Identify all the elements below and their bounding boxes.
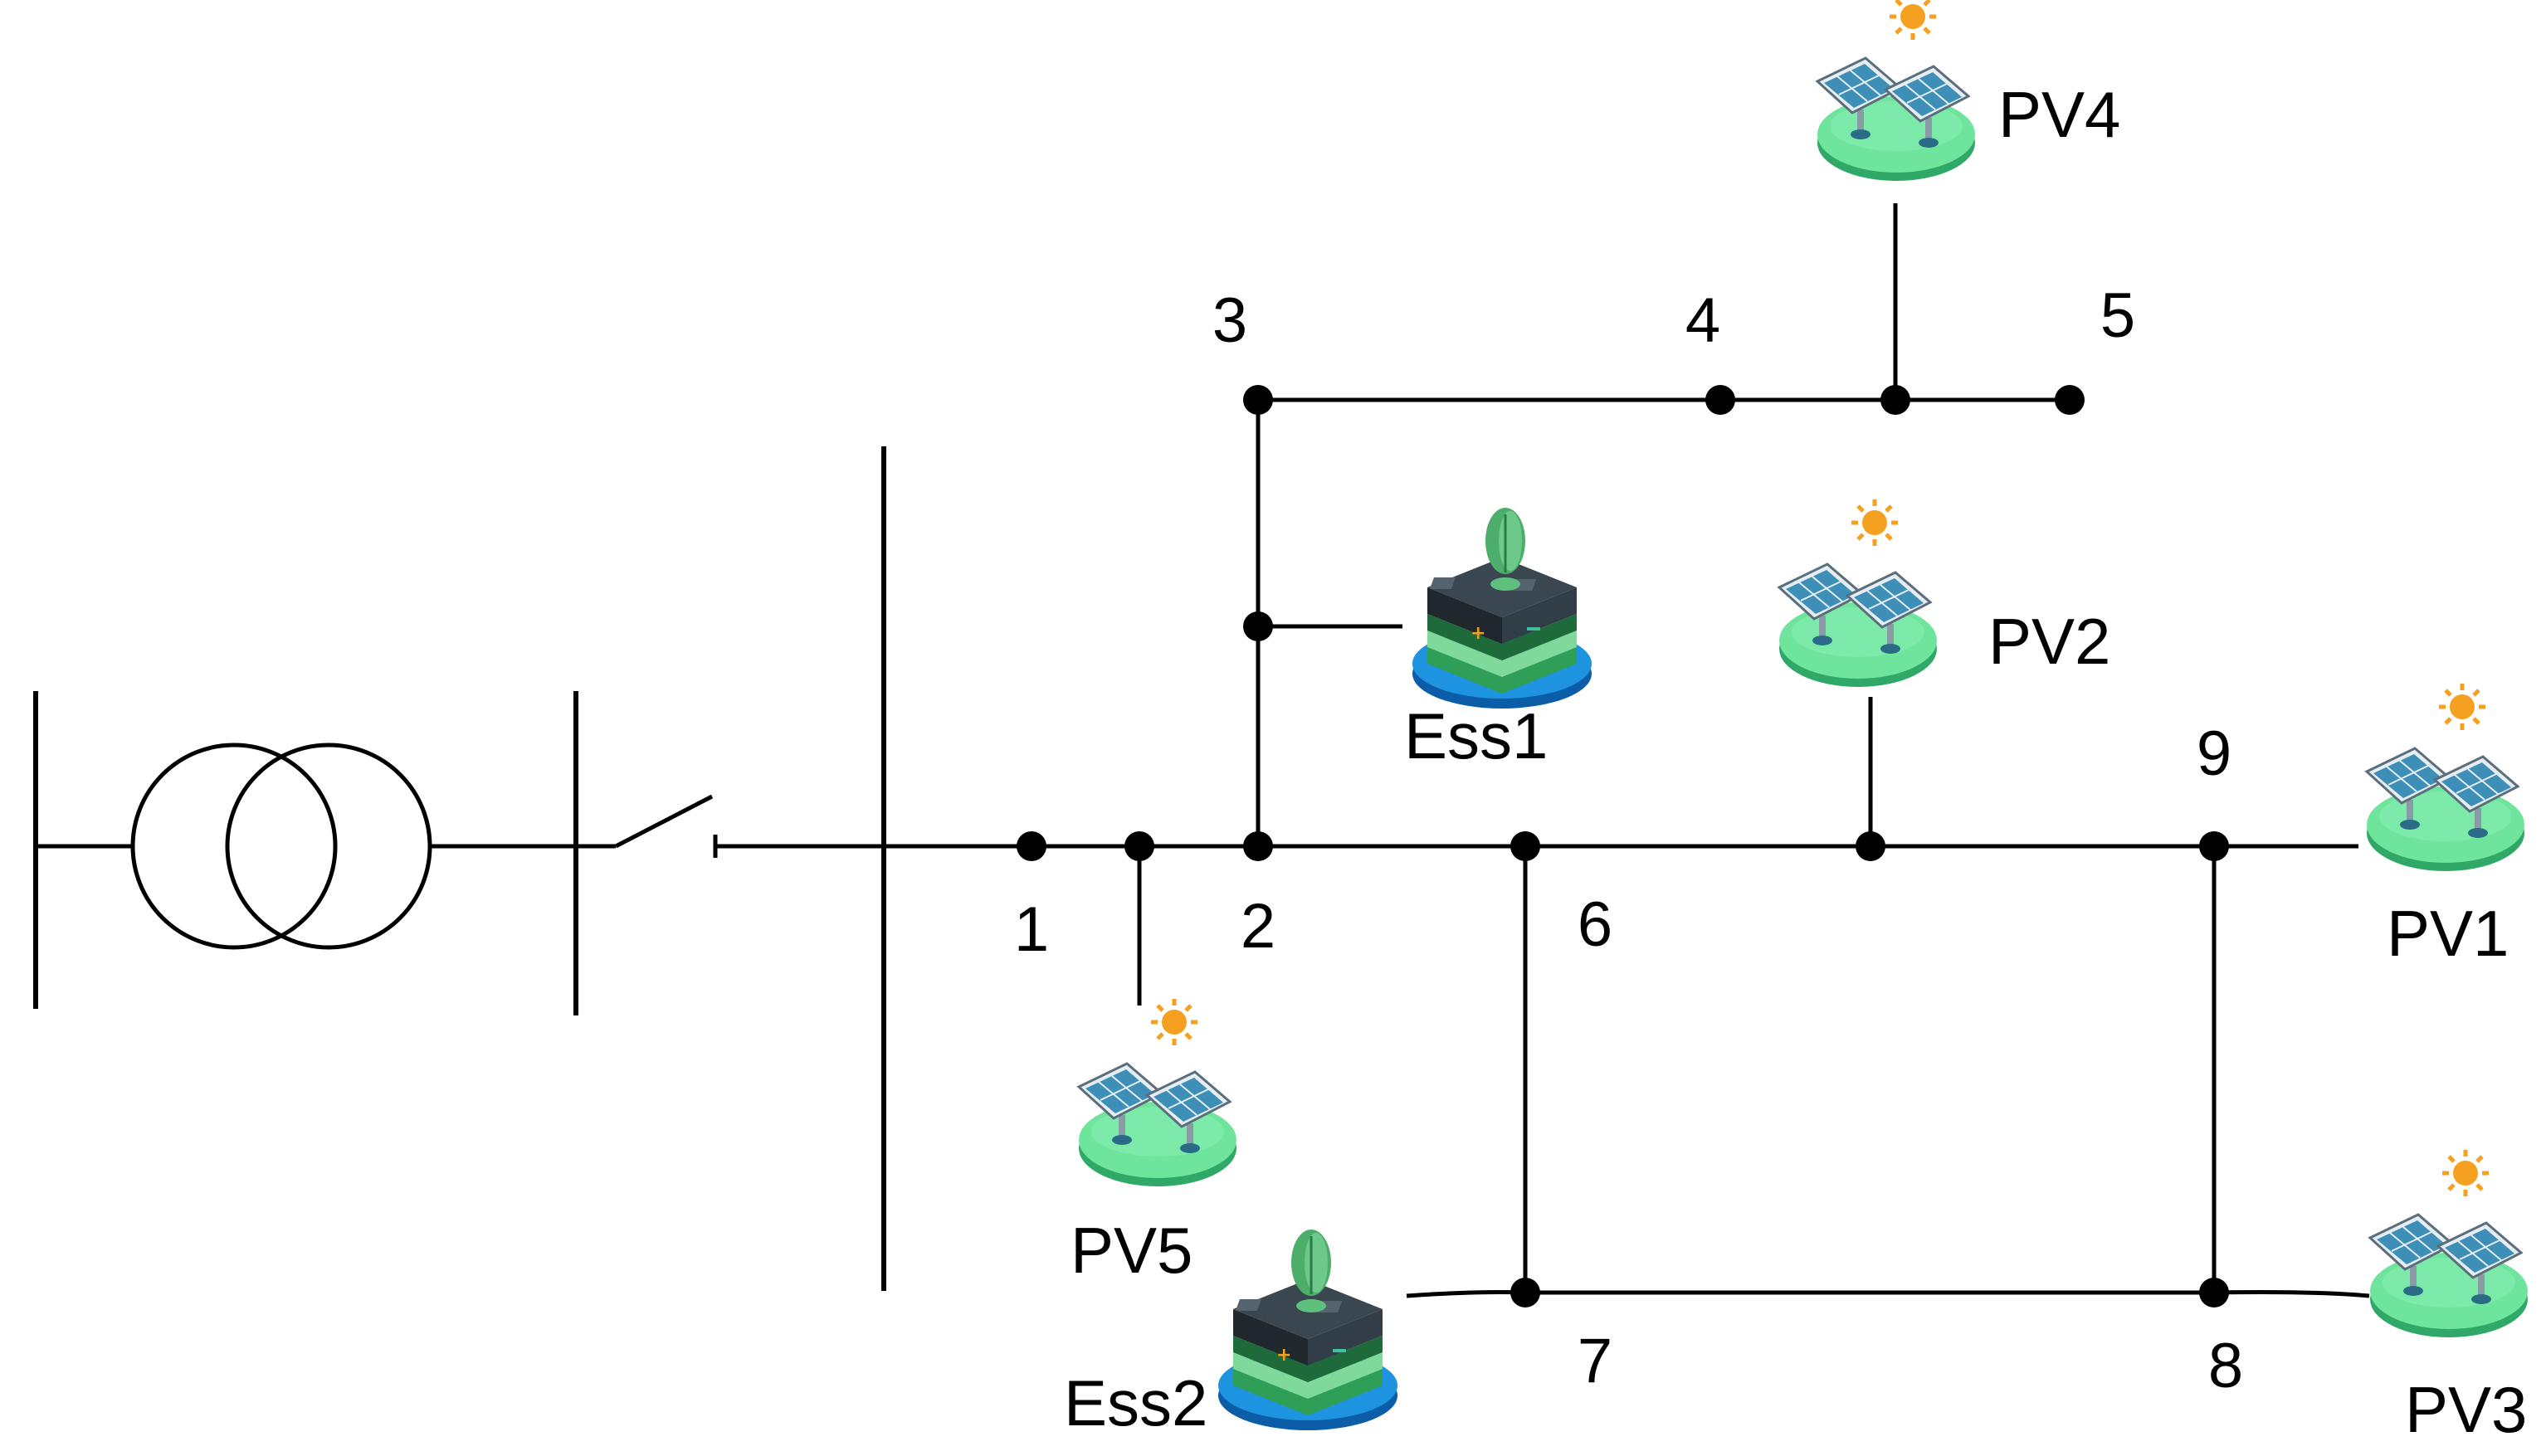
- pv4-junction-node: [1880, 385, 1910, 415]
- ess1-unit: Ess1: [1404, 506, 1593, 772]
- bus-node-3: [1243, 385, 1273, 415]
- solar-panel-icon: [1779, 499, 1937, 687]
- bus-label-7: 7: [1578, 1326, 1612, 1396]
- bus-label-4: 4: [1685, 285, 1720, 356]
- pv3-unit: PV3: [2370, 1150, 2528, 1446]
- pv5-unit: PV5: [1071, 999, 1236, 1287]
- bus-label-1: 1: [1014, 894, 1049, 965]
- bus-node-1: [1017, 831, 1046, 861]
- bus-node-8: [2199, 1278, 2229, 1307]
- bus-node-6: [1510, 831, 1540, 861]
- bus-node-2: [1243, 831, 1273, 861]
- ess1-label: Ess1: [1404, 699, 1548, 772]
- pv5-junction-node: [1124, 831, 1154, 861]
- solar-panel-icon: [2370, 1150, 2528, 1337]
- bus-nodes: [1017, 385, 2229, 1307]
- transformer-symbol: [130, 743, 432, 950]
- bus-node-5: [2055, 385, 2085, 415]
- solar-panel-icon: [1079, 999, 1236, 1186]
- bus-node-9: [2199, 831, 2229, 861]
- pv5-label: PV5: [1071, 1214, 1193, 1287]
- breaker-switch-symbol: [576, 794, 718, 858]
- network-lines: [884, 203, 2370, 1298]
- battery-storage-icon: [1217, 1228, 1399, 1432]
- pv2-label: PV2: [1988, 605, 2110, 678]
- battery-storage-icon: [1411, 506, 1593, 710]
- pv4-label: PV4: [1998, 78, 2120, 151]
- bus-labels: 1 2 3 4 5 6 7 8 9: [1014, 280, 2243, 1401]
- pv4-unit: PV4: [1817, 0, 2120, 181]
- ess2-label: Ess2: [1064, 1366, 1207, 1439]
- bus-label-3: 3: [1212, 285, 1247, 356]
- bus-node-4: [1705, 385, 1735, 415]
- bus-label-9: 9: [2197, 718, 2231, 789]
- bus-label-2: 2: [1241, 891, 1275, 962]
- bus-label-8: 8: [2208, 1331, 2243, 1401]
- bus-label-5: 5: [2100, 280, 2135, 351]
- ess2-unit: Ess2: [1064, 1228, 1399, 1439]
- bus-label-6: 6: [1578, 889, 1612, 960]
- pv1-label: PV1: [2387, 897, 2509, 970]
- solar-panel-icon: [2367, 684, 2524, 871]
- pv1-unit: PV1: [2367, 684, 2524, 970]
- pv2-unit: PV2: [1779, 499, 2110, 687]
- pv3-label: PV3: [2405, 1373, 2527, 1446]
- bus-node-7: [1510, 1278, 1540, 1307]
- pv2-junction-node: [1856, 831, 1885, 861]
- ess1-junction-node: [1243, 611, 1273, 641]
- solar-panel-icon: [1817, 0, 1975, 181]
